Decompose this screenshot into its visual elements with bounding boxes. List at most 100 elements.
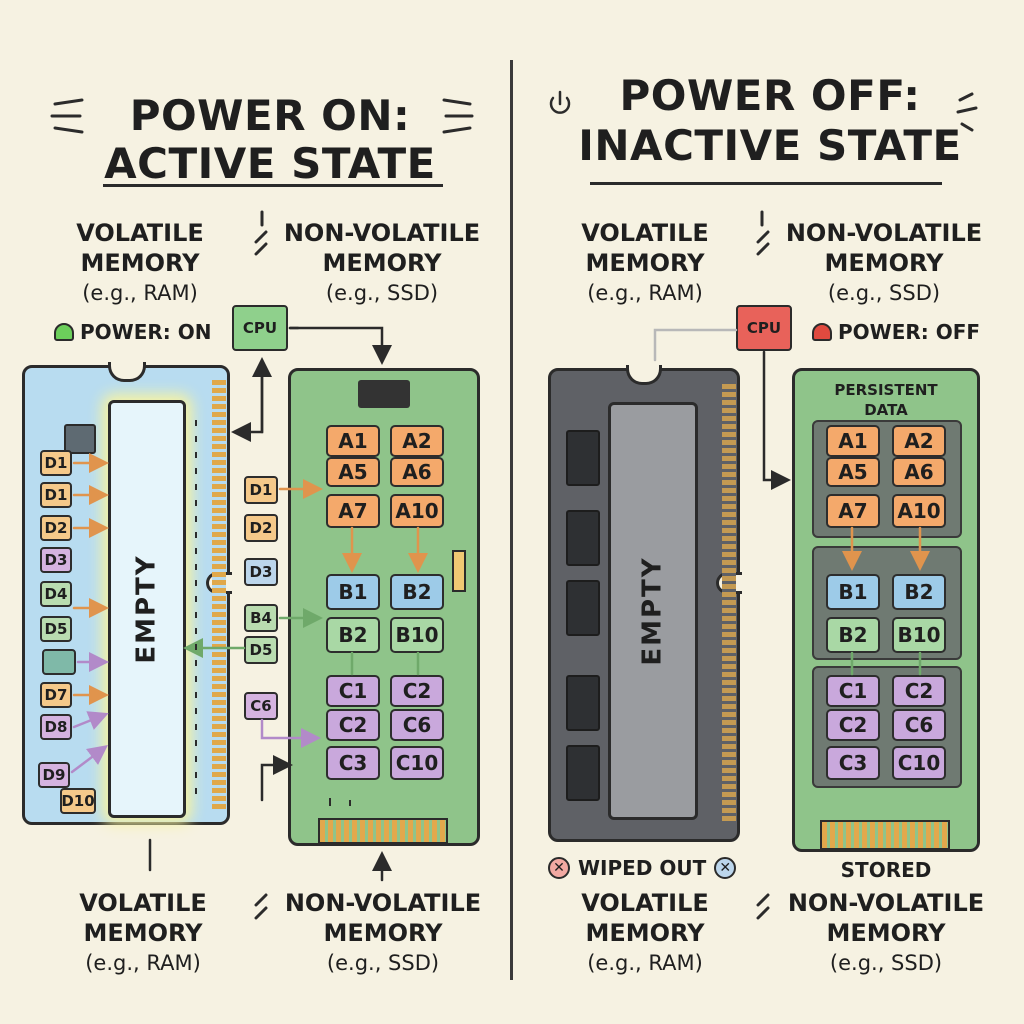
left-bottom-volatile-line2: MEMORY xyxy=(83,919,203,947)
right-wiped-label: WIPED OUT xyxy=(578,856,707,880)
right-ssd-chip-b10: B10 xyxy=(892,617,946,653)
left-bottom-volatile-line1: VOLATILE xyxy=(79,889,207,917)
right-ram-empty-panel: EMPTY xyxy=(608,402,698,820)
left-nonvolatile-sub: (e.g., SSD) xyxy=(325,281,439,305)
left-ram-empty-panel: EMPTY xyxy=(108,400,186,818)
x-circle-icon: ✕ xyxy=(714,857,737,879)
ram-chip-5: D4 xyxy=(40,581,72,607)
right-ssd-chip-a10: A10 xyxy=(892,494,946,528)
right-stored-label: STORED xyxy=(840,858,932,882)
left-volatile-line1: VOLATILE xyxy=(76,219,204,247)
left-ssd-chip-a5: A5 xyxy=(326,457,380,487)
right-nonvolatile-line2: MEMORY xyxy=(824,249,944,277)
left-ssd-chip-a1: A1 xyxy=(326,425,380,457)
left-ssd-chip-b2b: B2 xyxy=(326,617,380,653)
right-ram-contacts xyxy=(722,384,736,824)
right-persistent-line2: DATA xyxy=(864,401,908,419)
right-ram-chip-1 xyxy=(566,430,600,486)
right-ssd-chip-a1: A1 xyxy=(826,425,880,457)
right-nonvolatile-sub: (e.g., SSD) xyxy=(827,281,941,305)
right-ram-chip-5 xyxy=(566,745,600,801)
power-icon xyxy=(549,90,571,114)
right-title-underline xyxy=(590,182,942,185)
right-title-line1: POWER OFF: xyxy=(619,71,921,120)
right-power-status-text: POWER: OFF xyxy=(838,320,981,344)
ram-chip-2: D1 xyxy=(40,482,72,508)
left-ssd-chip-b10: B10 xyxy=(390,617,444,653)
ram-chip-6: D5 xyxy=(40,616,72,642)
right-persistent-label: PERSISTENT DATA xyxy=(800,380,972,420)
left-ssd-side-element xyxy=(452,550,466,592)
right-bottom-nonvolatile-label: NON-VOLATILE MEMORY (e.g., SSD) xyxy=(772,888,1000,978)
right-ssd-chip-c6: C6 xyxy=(892,709,946,741)
left-title-line2: ACTIVE STATE xyxy=(104,139,436,188)
right-ssd-chip-c1: C1 xyxy=(826,675,880,707)
left-ssd-chip-c1: C1 xyxy=(326,675,380,707)
left-ssd-chip-c2b: C2 xyxy=(326,709,380,741)
right-ssd-chip-a7: A7 xyxy=(826,494,880,528)
right-ssd-chip-b1: B1 xyxy=(826,574,880,610)
right-ssd-chip-c3: C3 xyxy=(826,746,880,780)
right-persistent-line1: PERSISTENT xyxy=(834,381,938,399)
right-ram-notch xyxy=(626,365,662,385)
right-ssd-chip-b2: B2 xyxy=(892,574,946,610)
left-ssd-chip-a2: A2 xyxy=(390,425,444,457)
ram-chip-9: D8 xyxy=(40,714,72,740)
left-bottom-nonvolatile-sub: (e.g., SSD) xyxy=(326,951,440,975)
left-nonvolatile-label: NON-VOLATILE MEMORY (e.g., SSD) xyxy=(268,218,496,308)
transfer-chip-6: C6 xyxy=(244,692,278,720)
x-circle-icon: ✕ xyxy=(548,857,570,879)
right-bottom-volatile-sub: (e.g., RAM) xyxy=(587,951,703,975)
left-title-line1: POWER ON: xyxy=(129,91,411,140)
left-ssd-chip-c6: C6 xyxy=(390,709,444,741)
right-bottom-volatile-line2: MEMORY xyxy=(585,919,705,947)
right-volatile-line1: VOLATILE xyxy=(581,219,709,247)
ram-chip-8: D7 xyxy=(40,682,72,708)
left-nonvolatile-line2: MEMORY xyxy=(322,249,442,277)
left-bottom-nonvolatile-line1: NON-VOLATILE xyxy=(284,889,482,917)
red-light-icon xyxy=(812,323,832,341)
right-title-line2: INACTIVE STATE xyxy=(578,121,962,170)
transfer-chip-3: D3 xyxy=(244,558,278,586)
right-bottom-volatile-label: VOLATILE MEMORY (e.g., RAM) xyxy=(540,888,750,978)
right-bottom-nonvolatile-line1: NON-VOLATILE xyxy=(787,889,985,917)
left-ssd-chip-a7: A7 xyxy=(326,494,380,528)
right-ssd-chip-c2b: C2 xyxy=(826,709,880,741)
right-ssd-chip-c10: C10 xyxy=(892,746,946,780)
left-bottom-volatile-sub: (e.g., RAM) xyxy=(85,951,201,975)
right-ram-chip-3 xyxy=(566,580,600,636)
right-power-status: POWER: OFF xyxy=(812,320,980,344)
left-ssd-module xyxy=(288,368,480,846)
ram-chip-3: D2 xyxy=(40,515,72,541)
left-volatile-label: VOLATILE MEMORY (e.g., RAM) xyxy=(40,218,240,308)
left-volatile-line2: MEMORY xyxy=(80,249,200,277)
left-ssd-chip-b1: B1 xyxy=(326,574,380,610)
ram-chip-7 xyxy=(42,649,76,675)
left-bottom-volatile-label: VOLATILE MEMORY (e.g., RAM) xyxy=(38,888,248,978)
left-volatile-sub: (e.g., RAM) xyxy=(82,281,198,305)
transfer-chip-2: D2 xyxy=(244,514,278,542)
right-nonvolatile-line1: NON-VOLATILE xyxy=(785,219,983,247)
ram-chip-4: D3 xyxy=(40,547,72,573)
right-ssd-chip-a2: A2 xyxy=(892,425,946,457)
left-ssd-connector xyxy=(318,818,448,844)
right-ssd-chip-c2: C2 xyxy=(892,675,946,707)
right-bottom-nonvolatile-line2: MEMORY xyxy=(826,919,946,947)
left-title-underline xyxy=(103,184,443,187)
right-cpu-chip: CPU xyxy=(736,305,792,351)
right-ram-chip-2 xyxy=(566,510,600,566)
right-volatile-line2: MEMORY xyxy=(585,249,705,277)
left-ram-small-chip xyxy=(64,424,96,454)
right-nonvolatile-label: NON-VOLATILE MEMORY (e.g., SSD) xyxy=(770,218,998,308)
right-ram-chip-4 xyxy=(566,675,600,731)
ram-chip-1: D1 xyxy=(40,450,72,476)
ram-chip-11: D10 xyxy=(60,788,96,814)
left-bottom-nonvolatile-label: NON-VOLATILE MEMORY (e.g., SSD) xyxy=(270,888,496,978)
right-volatile-sub: (e.g., RAM) xyxy=(587,281,703,305)
left-ssd-chip-b2: B2 xyxy=(390,574,444,610)
left-power-status: POWER: ON xyxy=(54,320,211,344)
center-divider xyxy=(510,60,513,980)
